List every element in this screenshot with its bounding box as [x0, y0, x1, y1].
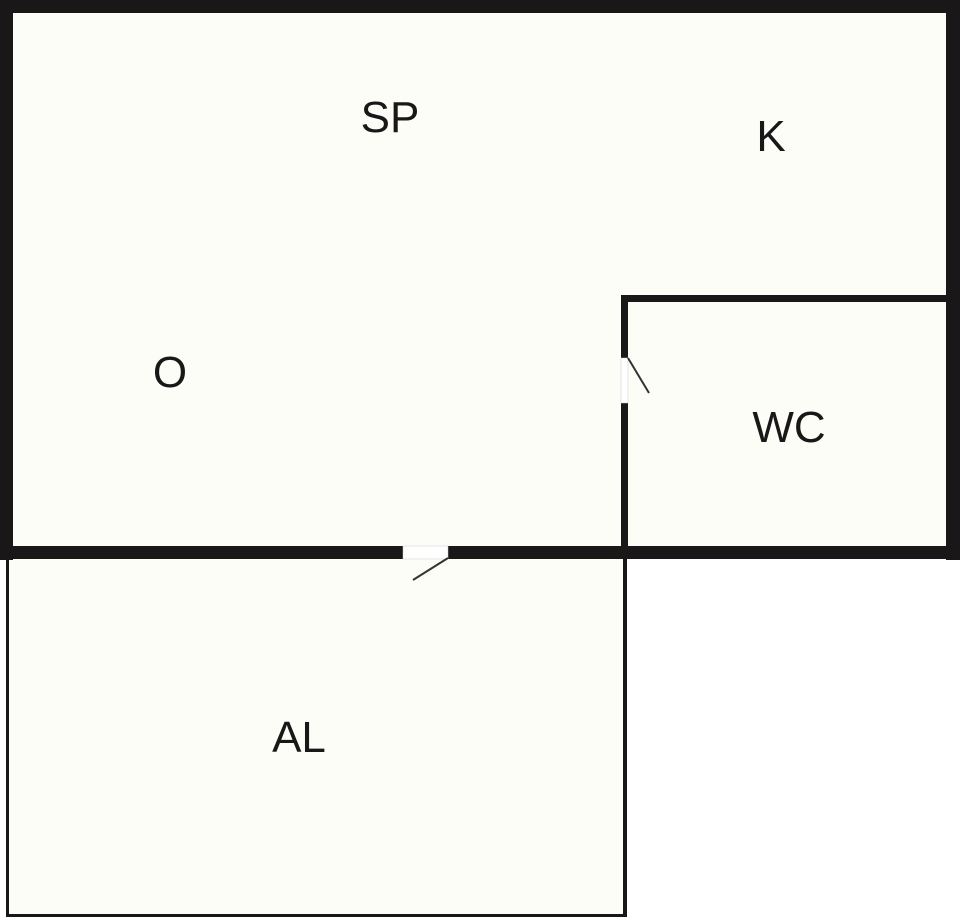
balcony-wall-right	[623, 556, 627, 917]
wall-top	[0, 0, 960, 13]
wc-wall-left-upper	[621, 295, 628, 358]
wc-door-opening[interactable]	[620, 357, 629, 404]
balcony-floor	[8, 554, 625, 915]
wc-wall-left-lower	[621, 403, 628, 553]
main-floor	[6, 6, 954, 554]
wall-left	[0, 0, 13, 560]
wc-door-leaf	[627, 357, 650, 394]
wall-right	[946, 0, 960, 560]
wc-wall-top	[621, 295, 951, 302]
wall-bottom-left	[0, 546, 403, 559]
room-label-sp: SP	[360, 93, 420, 142]
balcony-wall-left	[6, 556, 9, 917]
main-door-leaf	[412, 557, 449, 581]
wall-bottom-right	[448, 546, 960, 559]
main-door-opening[interactable]	[402, 545, 449, 560]
room-label-wc: WC	[752, 403, 826, 452]
room-label-al: AL	[272, 713, 326, 762]
room-label-o: O	[152, 348, 188, 397]
balcony-wall-bottom	[6, 914, 627, 917]
room-label-k: K	[756, 112, 786, 161]
